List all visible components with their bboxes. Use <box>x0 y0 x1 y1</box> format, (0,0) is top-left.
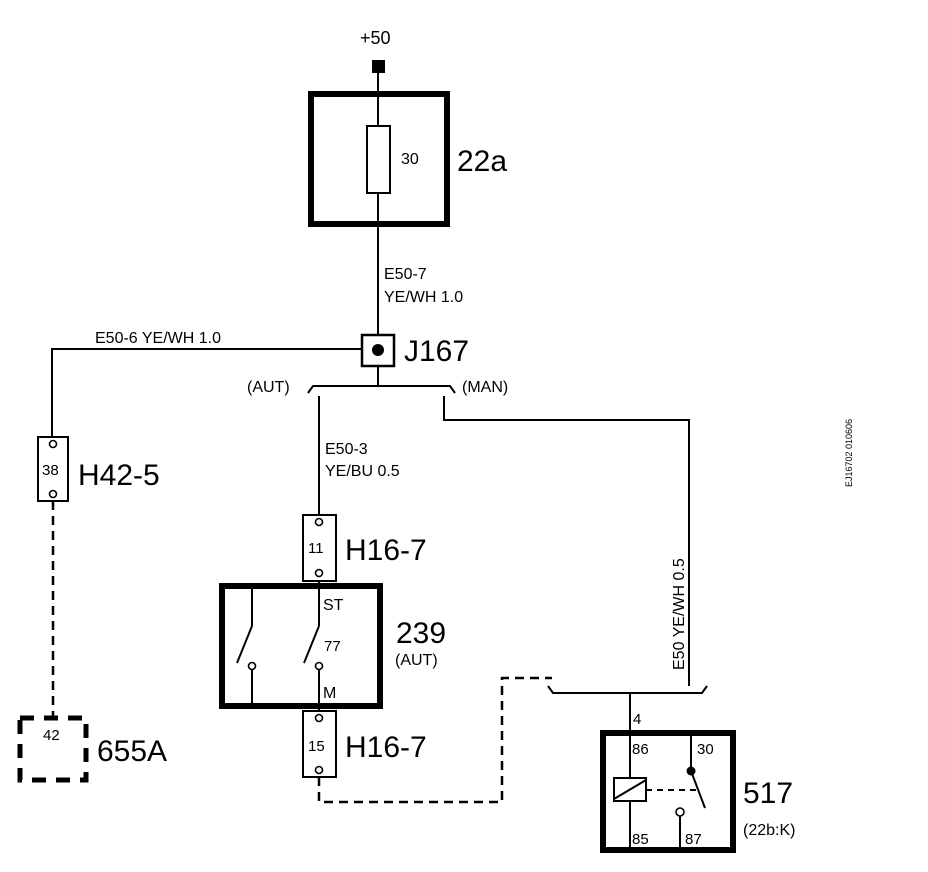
switch-239-right-blade <box>303 625 320 664</box>
connector-h16-7-bottom-pin-b <box>314 765 324 775</box>
wire-e50-man <box>443 396 690 686</box>
relay-517-pin-30: 30 <box>697 741 714 758</box>
wire-e50-6-label: E50-6 YE/WH 1.0 <box>95 330 221 347</box>
connector-h16-7-bottom-pin-a <box>314 713 324 723</box>
relay-517-sub: (22b:K) <box>743 822 795 839</box>
wire-e50-7-spec: YE/WH 1.0 <box>384 289 463 306</box>
switch-239-pin-77: 77 <box>324 638 341 655</box>
connector-h16-7-bottom-id: H16-7 <box>345 731 427 764</box>
branch-aut-label: (AUT) <box>247 379 290 396</box>
supply-label: +50 <box>360 28 391 48</box>
supply-terminal <box>372 60 385 73</box>
connector-h42-5-pin-label: 38 <box>42 462 59 479</box>
component-655a-pin-label: 42 <box>43 727 60 744</box>
junction-id-label: J167 <box>404 335 469 368</box>
relay-517-wire-pin: 4 <box>633 711 641 728</box>
wire-e50-man-label: E50 YE/WH 0.5 <box>671 558 688 670</box>
relay-contact-87 <box>675 807 685 817</box>
component-655a-box <box>17 715 89 783</box>
drawing-reference: EJ16702 010606 <box>844 419 854 487</box>
connector-h42-5-id: H42-5 <box>78 459 160 492</box>
switch-239-box <box>219 583 383 709</box>
connector-h42-5-pin-top <box>48 439 58 449</box>
connector-h16-7-top-id: H16-7 <box>345 534 427 567</box>
switch-239-pin-m: M <box>323 685 336 702</box>
branch-man-label: (MAN) <box>462 379 508 396</box>
relay-517-id: 517 <box>743 777 793 810</box>
wire-e50-7-code: E50-7 <box>384 266 427 283</box>
wire-relay-bar <box>547 685 708 694</box>
wire-e50-6 <box>51 348 362 440</box>
wire-dashed-h16-relay <box>317 676 552 804</box>
relay-517-pin-85: 85 <box>632 831 649 848</box>
component-655a-id: 655A <box>97 735 167 768</box>
junction-dot <box>372 344 384 356</box>
switch-239-left-contact <box>247 661 257 671</box>
switch-239-right-contact <box>314 661 324 671</box>
fuse-element <box>366 125 391 194</box>
switch-239-left-blade <box>236 625 253 664</box>
relay-517-pin-86: 86 <box>632 741 649 758</box>
switch-239-id: 239 <box>396 617 446 650</box>
connector-h16-7-top-pin-b <box>314 568 324 578</box>
wire-e50-3-code: E50-3 <box>325 441 368 458</box>
relay-517-box <box>600 730 736 853</box>
relay-contact-blade <box>690 770 706 809</box>
fuse-id-label: 22a <box>457 145 507 178</box>
connector-h16-7-top-pin-label: 11 <box>308 540 324 557</box>
connector-h16-7-top-pin-a <box>314 517 324 527</box>
connector-h16-7-bottom-pin-label: 15 <box>308 738 325 755</box>
fuse-pin-label: 30 <box>401 151 419 168</box>
relay-517-pin-87: 87 <box>685 831 702 848</box>
switch-239-variant: (AUT) <box>395 652 438 669</box>
connector-h42-5-pin-bottom <box>48 489 58 499</box>
switch-239-pin-st: ST <box>323 597 344 614</box>
wire-branch-bar <box>307 385 456 394</box>
wire-e50-3-spec: YE/BU 0.5 <box>325 463 400 480</box>
relay-coil-diagonal <box>613 779 647 800</box>
